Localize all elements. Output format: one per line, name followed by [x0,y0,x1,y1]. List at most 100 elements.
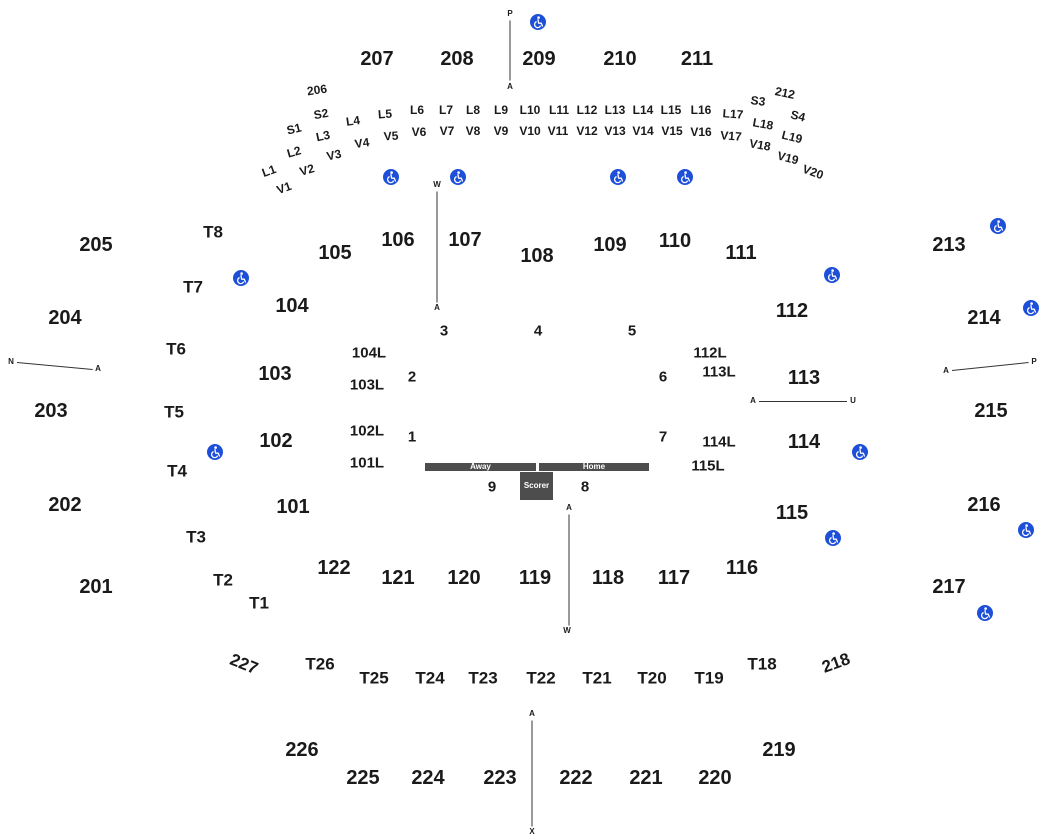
box-v10[interactable]: V10 [519,124,541,138]
section-115[interactable]: 115 [775,502,809,524]
section-217[interactable]: 217 [932,576,966,598]
floor-section-1[interactable]: 1 [407,428,417,446]
aisle-label-a[interactable]: A [529,709,535,718]
section-103[interactable]: 103 [258,363,292,385]
box-l15[interactable]: L15 [660,103,682,117]
floor-section-5[interactable]: 5 [627,322,637,340]
floor-section-3[interactable]: 3 [439,322,449,340]
section-208[interactable]: 208 [440,48,474,70]
section-107[interactable]: 107 [448,229,482,251]
section-108[interactable]: 108 [520,245,554,267]
box-v4[interactable]: V4 [353,135,371,151]
box-s1[interactable]: S1 [285,120,303,138]
away-bench[interactable]: Away [425,463,536,471]
box-l18[interactable]: L18 [751,115,775,133]
section-212[interactable]: 212 [773,84,797,102]
box-l19[interactable]: L19 [780,127,804,147]
table-t6[interactable]: T6 [166,339,186,359]
box-v8[interactable]: V8 [465,124,481,138]
table-t3[interactable]: T3 [186,527,206,547]
box-v5[interactable]: V5 [383,128,399,144]
section-106[interactable]: 106 [381,229,415,251]
floor-section-115l[interactable]: 115L [691,457,725,475]
section-211[interactable]: 211 [680,48,714,70]
box-l12[interactable]: L12 [576,103,598,117]
box-l14[interactable]: L14 [632,103,654,117]
home-bench[interactable]: Home [539,463,649,471]
box-v2[interactable]: V2 [298,161,316,179]
box-v15[interactable]: V15 [661,124,683,138]
table-t22[interactable]: T22 [526,668,556,688]
aisle-label-a[interactable]: A [434,303,440,312]
floor-section-2[interactable]: 2 [407,368,417,386]
box-v3[interactable]: V3 [325,146,343,164]
box-l4[interactable]: L4 [345,113,361,129]
table-t25[interactable]: T25 [359,668,389,688]
box-l17[interactable]: L17 [722,106,744,122]
box-v17[interactable]: V17 [719,128,743,144]
floor-section-101l[interactable]: 101L [349,454,385,472]
box-s3[interactable]: S3 [749,93,767,109]
section-214[interactable]: 214 [967,307,1001,329]
section-117[interactable]: 117 [657,567,691,589]
section-109[interactable]: 109 [593,234,627,256]
table-t1[interactable]: T1 [249,593,269,613]
section-226[interactable]: 226 [285,739,319,761]
box-v11[interactable]: V11 [547,124,569,138]
section-203[interactable]: 203 [34,400,68,422]
box-l3[interactable]: L3 [314,127,332,145]
table-t26[interactable]: T26 [305,654,335,674]
box-s4[interactable]: S4 [789,107,807,125]
box-v20[interactable]: V20 [800,161,826,183]
aisle-label-a[interactable]: A [95,364,101,373]
box-l2[interactable]: L2 [285,143,303,161]
box-v9[interactable]: V9 [493,124,509,138]
aisle-label-w[interactable]: W [563,626,571,635]
aisle-label-x[interactable]: X [529,827,535,836]
section-104[interactable]: 104 [275,295,309,317]
section-221[interactable]: 221 [629,767,663,789]
section-209[interactable]: 209 [522,48,556,70]
table-t18[interactable]: T18 [747,654,777,674]
table-t23[interactable]: T23 [468,668,498,688]
floor-section-103l[interactable]: 103L [349,376,385,394]
section-121[interactable]: 121 [381,567,415,589]
floor-section-9[interactable]: 9 [487,478,497,496]
section-110[interactable]: 110 [658,230,692,252]
box-v18[interactable]: V18 [748,136,772,154]
section-119[interactable]: 119 [518,567,552,589]
section-225[interactable]: 225 [346,767,380,789]
section-205[interactable]: 205 [79,234,113,256]
aisle-label-u[interactable]: U [850,396,856,405]
section-118[interactable]: 118 [591,567,625,589]
table-t7[interactable]: T7 [183,277,203,297]
section-220[interactable]: 220 [698,767,732,789]
floor-section-104l[interactable]: 104L [351,344,387,362]
aisle-label-p[interactable]: P [507,9,513,18]
table-t8[interactable]: T8 [203,222,223,242]
floor-section-6[interactable]: 6 [658,368,668,386]
table-t5[interactable]: T5 [164,402,184,422]
box-v19[interactable]: V19 [775,148,801,168]
table-t2[interactable]: T2 [213,570,233,590]
box-l8[interactable]: L8 [465,103,481,117]
section-216[interactable]: 216 [967,494,1001,516]
box-l6[interactable]: L6 [409,103,425,117]
box-l10[interactable]: L10 [519,103,541,117]
section-223[interactable]: 223 [483,767,517,789]
box-l7[interactable]: L7 [438,103,454,117]
aisle-label-a[interactable]: A [750,396,756,405]
section-201[interactable]: 201 [79,576,113,598]
section-120[interactable]: 120 [447,567,481,589]
box-v13[interactable]: V13 [604,124,626,138]
box-v6[interactable]: V6 [411,125,427,139]
table-t24[interactable]: T24 [415,668,445,688]
aisle-label-w[interactable]: W [433,180,441,189]
section-215[interactable]: 215 [974,400,1008,422]
section-222[interactable]: 222 [559,767,593,789]
section-116[interactable]: 116 [725,557,759,579]
box-l1[interactable]: L1 [260,162,278,180]
section-219[interactable]: 219 [762,739,796,761]
section-122[interactable]: 122 [317,557,351,579]
floor-section-102l[interactable]: 102L [349,422,385,440]
